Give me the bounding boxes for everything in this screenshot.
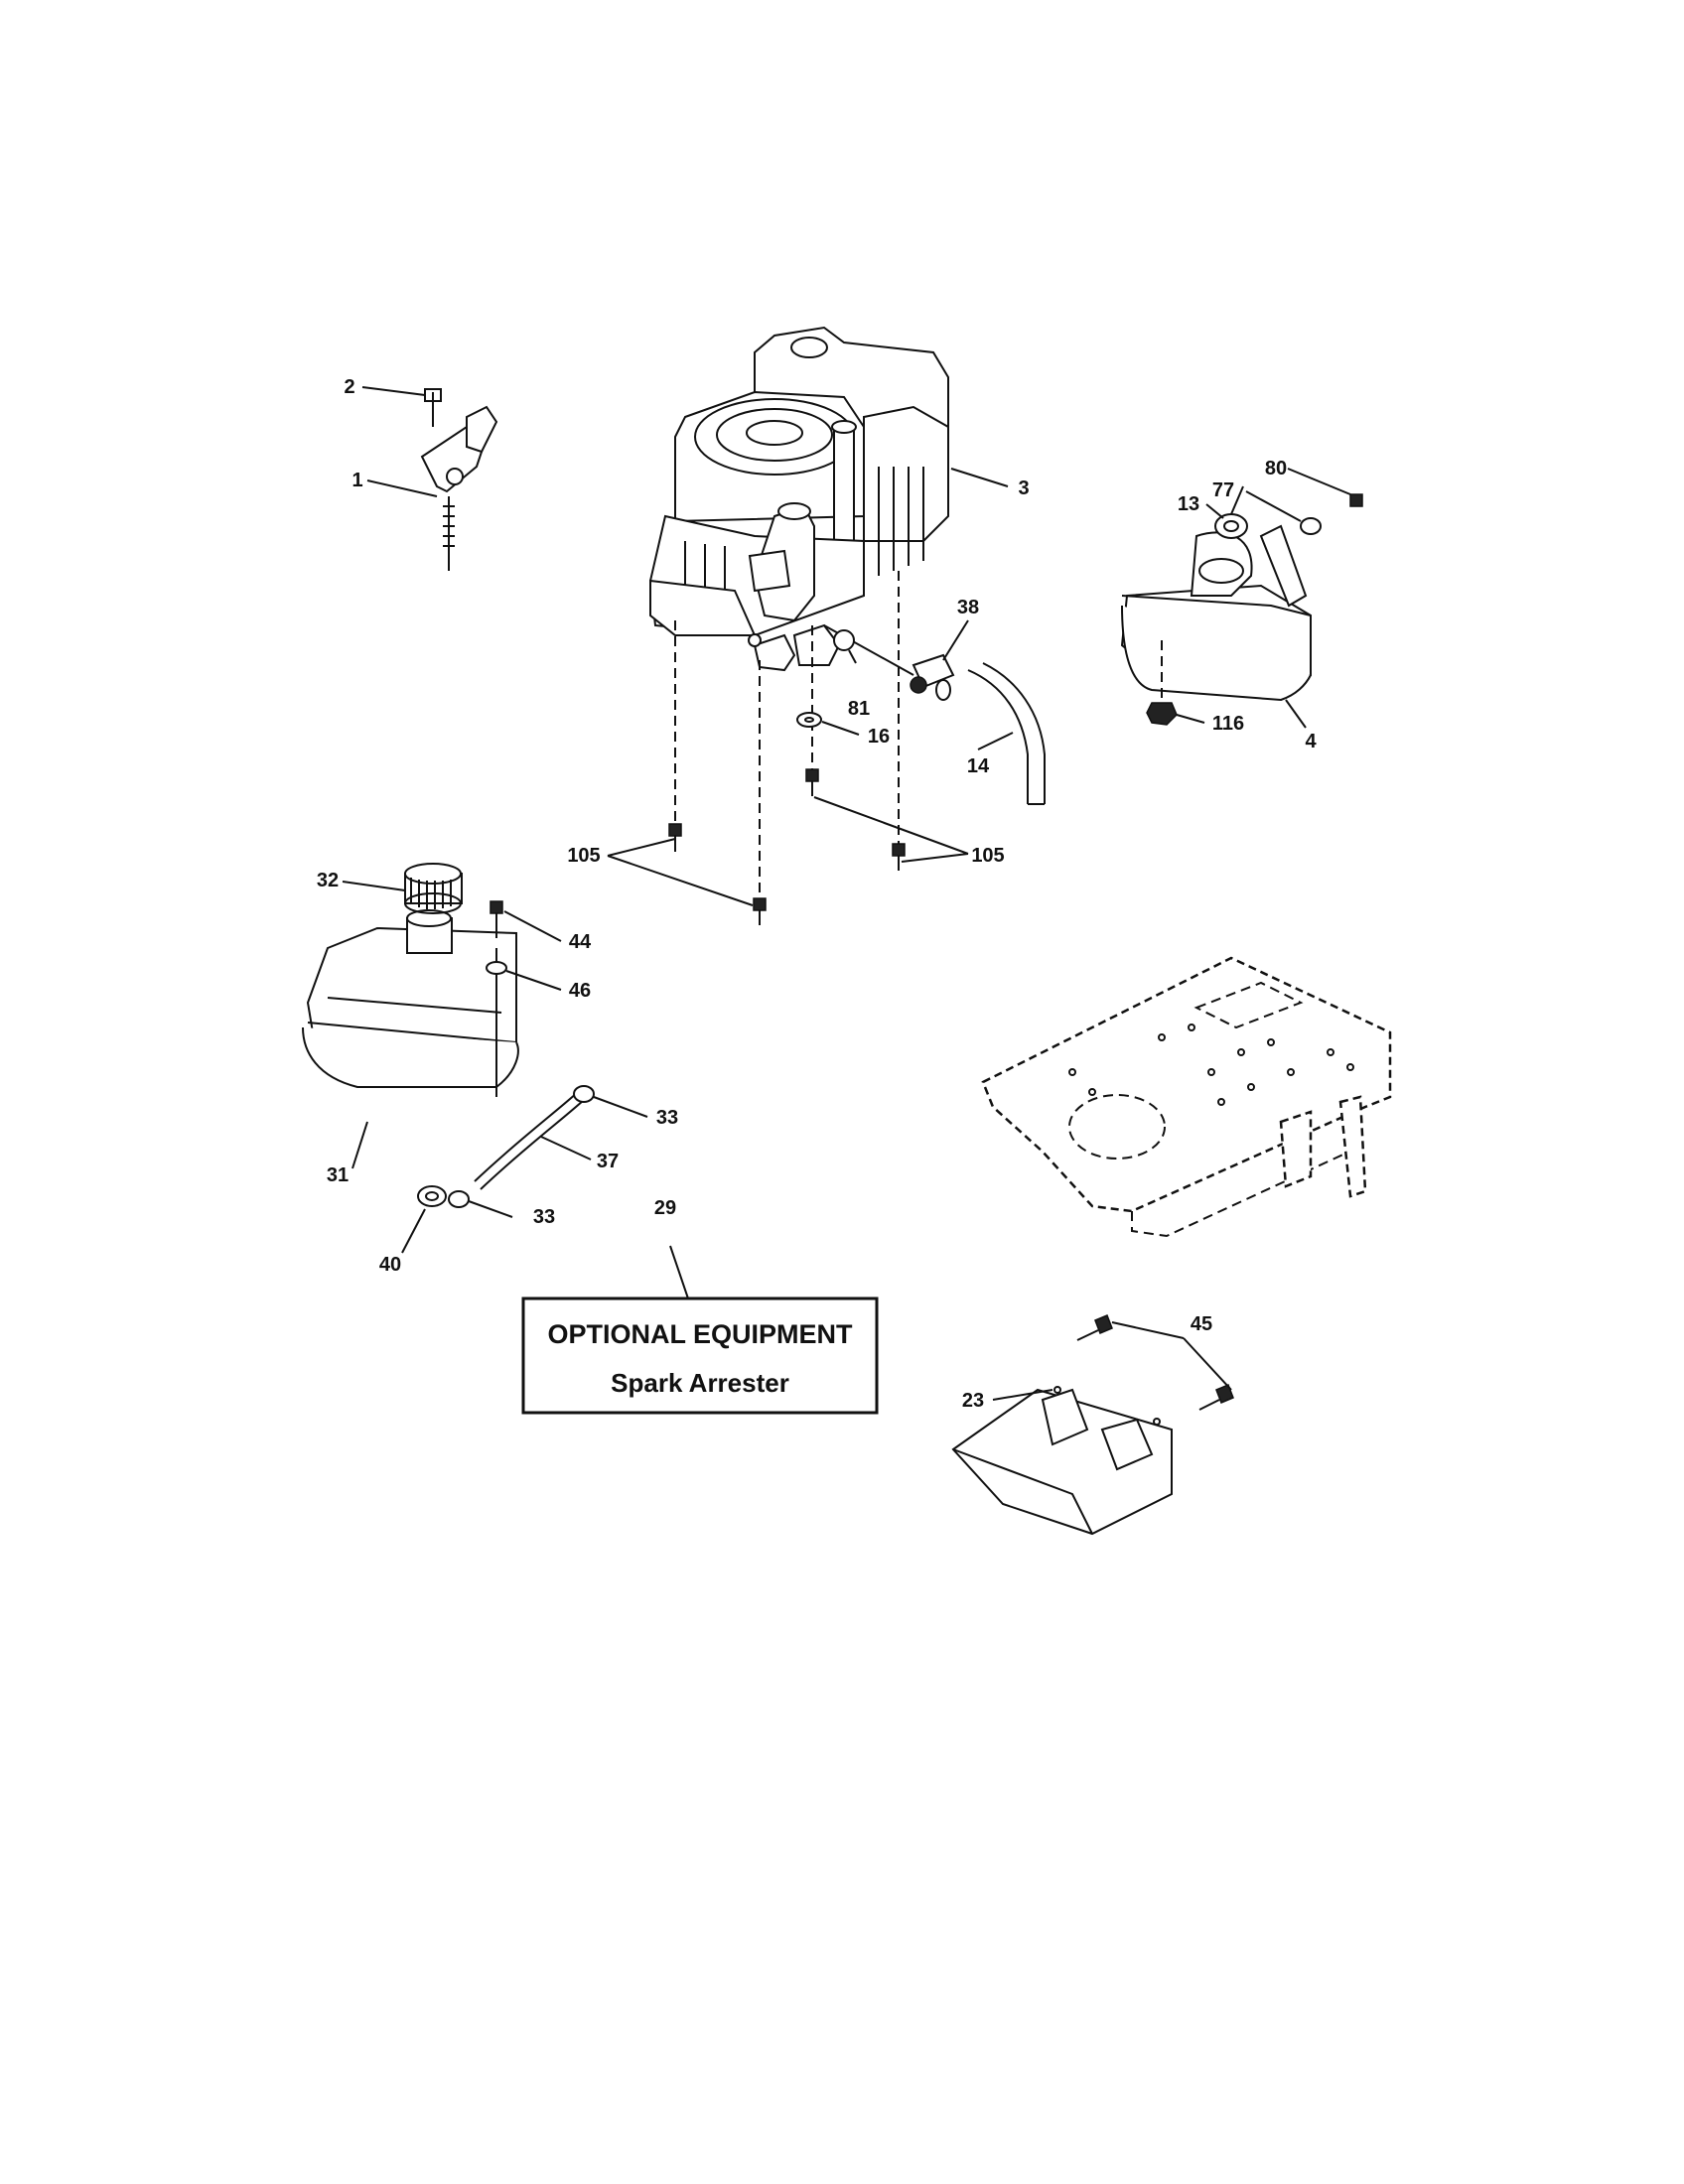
- exhaust-gasket-13: [1214, 513, 1248, 539]
- label-part-81: 81: [848, 698, 870, 720]
- label-part-38: 38: [957, 597, 979, 618]
- bolts-45: [1076, 1314, 1234, 1411]
- clamp-33-upper: [573, 1085, 595, 1103]
- label-part-13: 13: [1178, 493, 1199, 515]
- muffler: [1120, 524, 1312, 702]
- label-part-32: 32: [317, 870, 339, 891]
- heat-shield-23: [951, 1386, 1173, 1536]
- label-part-31: 31: [327, 1164, 349, 1186]
- leader-lines: [342, 386, 1351, 1401]
- label-part-44: 44: [569, 931, 592, 953]
- optional-equipment-box: OPTIONAL EQUIPMENT Spark Arrester: [521, 1297, 879, 1415]
- screw-44: [490, 900, 503, 938]
- label-part-23: 23: [962, 1390, 984, 1412]
- label-part-37: 37: [597, 1151, 619, 1172]
- label-part-77: 77: [1212, 479, 1234, 501]
- mounting-bolts-105: [668, 768, 906, 925]
- label-part-80: 80: [1265, 458, 1287, 479]
- label-part-40: 40: [379, 1254, 401, 1276]
- fuel-cap-32: [404, 863, 463, 914]
- nut-116: [1146, 640, 1178, 726]
- bushing-40: [417, 1185, 447, 1207]
- part-labels: 2 1 3 80 77 13 4 116 38 81 16 14 105 105…: [317, 376, 1318, 1412]
- fuel-tank: [302, 909, 519, 1097]
- lock-washer-77: [1300, 517, 1322, 535]
- label-part-29: 29: [654, 1197, 676, 1219]
- fuel-line-37: [474, 1091, 585, 1190]
- label-part-14: 14: [967, 755, 990, 777]
- label-part-3: 3: [1018, 478, 1029, 499]
- label-part-2: 2: [344, 376, 354, 398]
- optional-equipment-subtitle: Spark Arrester: [611, 1368, 789, 1398]
- label-part-33-lower: 33: [533, 1206, 555, 1228]
- label-part-45: 45: [1191, 1313, 1212, 1335]
- label-part-116: 116: [1212, 713, 1244, 735]
- throttle-bracket: [420, 388, 498, 571]
- label-part-105-right: 105: [971, 845, 1004, 867]
- label-part-33-upper: 33: [656, 1107, 678, 1129]
- washer-16: [796, 712, 822, 728]
- fuel-line-assembly: [823, 624, 1046, 805]
- washer-46: [486, 961, 507, 975]
- screw-80: [1349, 493, 1363, 507]
- mower-frame: [981, 956, 1392, 1238]
- optional-equipment-title: OPTIONAL EQUIPMENT: [547, 1319, 853, 1349]
- engine-mount-centerlines: [674, 571, 900, 898]
- label-part-16: 16: [868, 726, 890, 748]
- label-part-105-left: 105: [567, 845, 600, 867]
- label-part-1: 1: [351, 470, 362, 491]
- clamp-33-lower: [448, 1190, 470, 1208]
- engine: [648, 326, 949, 672]
- label-part-4: 4: [1305, 731, 1317, 752]
- label-part-46: 46: [569, 980, 591, 1002]
